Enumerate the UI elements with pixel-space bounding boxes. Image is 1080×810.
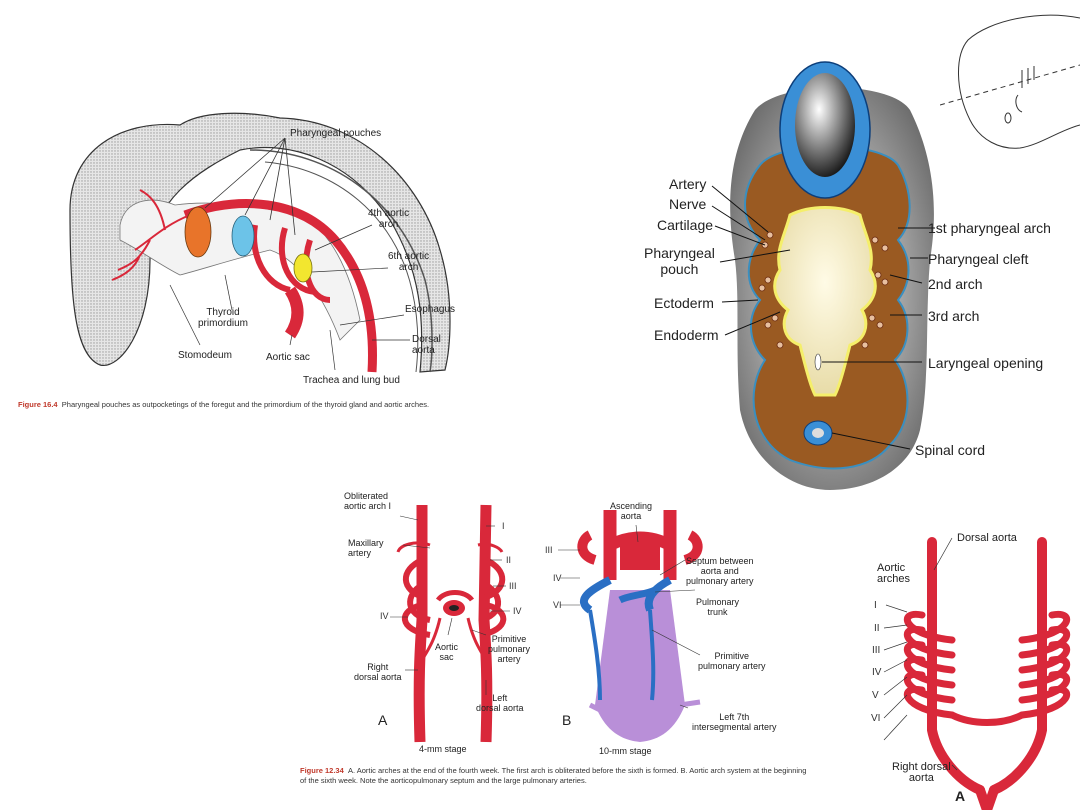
numeral-I: I xyxy=(502,521,505,531)
label-ascending-aorta: Ascending aorta xyxy=(610,501,653,521)
numeral-II: II xyxy=(506,555,512,565)
aortic-arches-drawing xyxy=(883,537,1071,810)
aortic-sac-trunk xyxy=(284,286,304,339)
label-left-7th-intersegmental: Left 7th intersegmental artery xyxy=(692,712,777,732)
label-aortic-sac: Aortic sac xyxy=(435,642,459,662)
arch-numeral-V: V xyxy=(872,690,879,701)
numeral-VI-b: VI xyxy=(553,600,562,610)
arch-numeral-VI: VI xyxy=(871,713,881,724)
label-maxillary-artery: Maxillary artery xyxy=(348,538,384,558)
arch-numeral-I: I xyxy=(874,600,877,611)
label-dorsal-aorta-right: Dorsal aorta xyxy=(957,532,1017,544)
caption-label: Figure 16.4 xyxy=(18,400,58,409)
label-right-dorsal-aorta-b: Right dorsal aorta xyxy=(892,761,951,784)
pouch-blue xyxy=(231,215,255,257)
numeral-IV-right: IV xyxy=(380,611,389,621)
caption-figure-16-4: Figure 16.4 Pharyngeal pouches as outpoc… xyxy=(18,400,498,410)
label-aortic-sac: Aortic sac xyxy=(266,352,310,363)
label-pharyngeal-pouches: Pharyngeal pouches xyxy=(290,128,382,139)
aortic-arch xyxy=(303,239,331,303)
numeral-IV-left: IV xyxy=(513,606,522,616)
caption-text: A. Aortic arches at the end of the fourt… xyxy=(300,766,807,785)
caption-figure-12-34: Figure 12.34 A. Aortic arches at the end… xyxy=(300,766,810,786)
label-esophagus: Esophagus xyxy=(405,304,456,315)
dorsal-aorta xyxy=(183,199,377,373)
neural-tube xyxy=(249,149,433,373)
diagram-letter-a: A xyxy=(955,788,966,804)
label-aortic-arches: Aortic arches xyxy=(877,562,911,585)
label-spinal-cord: Spinal cord xyxy=(915,442,986,458)
aortic-arch xyxy=(278,227,316,295)
aortic-arches-diagram: Dorsal aorta Aortic arches I II III IV V… xyxy=(862,520,1080,810)
panel-a-vessels xyxy=(396,504,507,743)
numeral-III: III xyxy=(509,581,517,591)
neural-tube-lumen xyxy=(795,73,855,177)
arch-numeral-IV: IV xyxy=(872,667,882,678)
label-dorsal-aorta: Dorsal aorta xyxy=(412,334,441,356)
label-pharyngeal-pouch: Pharyngeal pouch xyxy=(644,245,715,277)
pharyngeal-cross-section: Artery Nerve Cartilage Pharyngeal pouch … xyxy=(640,0,1080,500)
label-cartilage: Cartilage xyxy=(657,217,714,233)
label-3rd-arch: 3rd arch xyxy=(928,308,980,324)
arch-numeral-II: II xyxy=(874,623,880,634)
label-6th-aortic-arch: 6th aortic arch xyxy=(388,251,430,273)
panel-letter-b: B xyxy=(562,712,572,728)
numeral-III-b: III xyxy=(545,545,553,555)
pouch-yellow xyxy=(293,253,313,283)
label-laryngeal-opening: Laryngeal opening xyxy=(928,355,1044,371)
label-artery: Artery xyxy=(669,176,707,192)
foregut-region xyxy=(119,199,361,341)
label-nerve: Nerve xyxy=(669,196,707,212)
label-primitive-pulmonary-artery-a: Primitive pulmonary artery xyxy=(488,634,531,664)
label-4th-aortic-arch: 4th aortic arch xyxy=(368,208,410,230)
label-right-dorsal-aorta: Right dorsal aorta xyxy=(354,662,402,682)
label-4mm-stage: 4-mm stage xyxy=(419,744,467,754)
label-stomodeum: Stomodeum xyxy=(178,350,232,361)
head-vessels xyxy=(111,189,191,281)
aortic-arch-system-drawing xyxy=(390,504,703,743)
embryo-lateral-drawing xyxy=(69,112,451,373)
pouch-orange xyxy=(184,206,212,258)
label-2nd-arch: 2nd arch xyxy=(928,276,983,292)
label-septum: Septum between aorta and pulmonary arter… xyxy=(686,556,754,586)
label-primitive-pulmonary-artery-b: Primitive pulmonary artery xyxy=(698,651,766,671)
caption-text: Pharyngeal pouches as outpocketings of t… xyxy=(61,400,430,409)
label-pharyngeal-cleft: Pharyngeal cleft xyxy=(928,251,1029,267)
label-endoderm: Endoderm xyxy=(654,327,719,343)
cross-section-drawing xyxy=(711,61,935,490)
label-obliterated-arch: Obliterated aortic arch I xyxy=(344,491,392,511)
pharynx-lumen xyxy=(773,206,877,397)
label-1st-pharyngeal-arch: 1st pharyngeal arch xyxy=(928,220,1051,236)
embryo-outline xyxy=(69,112,451,373)
label-trachea-lung-bud: Trachea and lung bud xyxy=(303,375,400,386)
label-10mm-stage: 10-mm stage xyxy=(599,746,652,756)
figure-16-4: Pharyngeal pouches 4th aortic arch 6th a… xyxy=(0,0,520,440)
panel-letter-a: A xyxy=(378,712,388,728)
label-ectoderm: Ectoderm xyxy=(654,295,714,311)
embryo-head-icon xyxy=(940,14,1080,149)
label-pulmonary-trunk: Pulmonary trunk xyxy=(696,597,740,617)
laryngeal-opening xyxy=(814,353,822,371)
caption-label: Figure 12.34 xyxy=(300,766,344,775)
arch-numeral-III: III xyxy=(872,645,881,656)
numeral-IV-b: IV xyxy=(553,573,562,583)
figure-12-34: Obliterated aortic arch I Maxillary arte… xyxy=(290,480,830,810)
label-left-dorsal-aorta: Left dorsal aorta xyxy=(476,693,524,713)
panel-b-vessels xyxy=(577,510,703,742)
label-thyroid-primordium: Thyroid primordium xyxy=(198,307,249,329)
